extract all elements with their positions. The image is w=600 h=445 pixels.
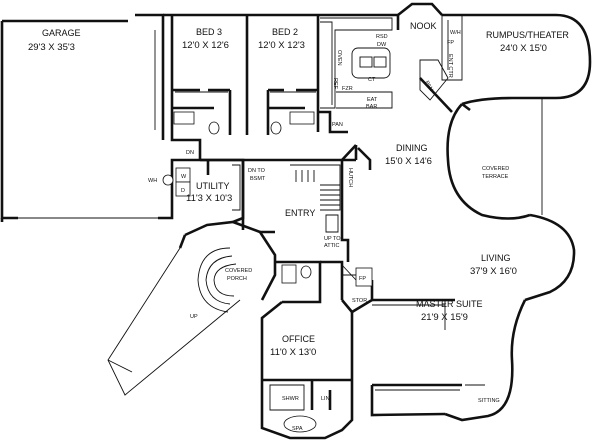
up-attic-label-2: ATTIC <box>324 243 340 249</box>
dn-bsmt-label-1: DN TO <box>248 168 266 174</box>
utility-dims: 11'3 X 10'3 <box>186 193 232 204</box>
garage-label: GARAGE <box>42 28 81 38</box>
exterior-walls <box>0 2 592 440</box>
shower-label: SHWR <box>282 396 299 402</box>
spa-label: SPA <box>292 426 303 432</box>
dryer-label: D <box>181 188 185 194</box>
master-suite-label: MASTER SUITE <box>416 299 483 309</box>
nook-pantry-label: PAN <box>423 80 434 92</box>
pantry-label: PAN <box>332 122 343 128</box>
rumpus-label: RUMPUS/THEATER <box>486 30 569 40</box>
entry-label: ENTRY <box>285 208 315 218</box>
dining-label: DINING <box>396 143 428 153</box>
detail-lines <box>18 15 543 433</box>
interior-walls <box>170 15 455 410</box>
storage-label: STOR <box>352 298 367 304</box>
garage-dims: 29'3 X 35'3 <box>28 42 75 53</box>
water-heater-label: WH <box>148 178 157 184</box>
utility-label: UTILITY <box>196 181 230 191</box>
covered-terrace-label-1: COVERED <box>482 166 509 172</box>
bed2-dims: 12'0 X 12'3 <box>258 40 305 51</box>
rumpus-dims: 24'0 X 15'0 <box>500 43 547 54</box>
covered-porch-label-1: COVERED <box>225 268 252 274</box>
bed2-label: BED 2 <box>272 27 298 37</box>
living-dims: 37'9 X 16'0 <box>470 266 517 277</box>
ref-label: REF <box>332 78 338 90</box>
up-attic-label-1: UP TO <box>324 236 341 242</box>
covered-porch-label-2: PORCH <box>227 276 247 282</box>
sitting-label: SITTING <box>478 398 500 404</box>
dn-label: DN <box>186 150 194 156</box>
nook-label: NOOK <box>410 21 437 31</box>
ent-ctr-label: ENT CTR <box>447 54 453 78</box>
ct-label: CT <box>368 77 376 83</box>
bed3-label: BED 3 <box>196 27 222 37</box>
master-suite-dims: 21'9 X 15'9 <box>421 312 468 323</box>
rsd-label: RSD <box>376 34 388 40</box>
oven-label: OVEN <box>336 50 342 66</box>
fp-top-label: FP <box>447 40 454 46</box>
wh-top-label: W/H <box>450 30 461 36</box>
room-labels: GARAGE 29'3 X 35'3 BED 3 12'0 X 12'6 BED… <box>28 21 569 358</box>
hutch-label: HUTCH <box>347 168 353 187</box>
basement-stairs <box>290 164 341 211</box>
fixture-labels: OVEN RSD DW REF FZR CT EAT BAR PAN PAN W… <box>148 30 500 432</box>
office-dims: 11'0 X 13'0 <box>270 347 316 358</box>
office-label: OFFICE <box>282 334 315 344</box>
dn-bsmt-label-2: BSMT <box>250 176 266 182</box>
porch-up-label: UP <box>190 314 198 320</box>
dw-label: DW <box>377 42 387 48</box>
fireplace-label: FP <box>359 276 366 282</box>
dining-dims: 15'0 X 14'6 <box>385 156 432 167</box>
covered-terrace-label-2: TERRACE <box>482 174 509 180</box>
bar-label: BAR <box>366 104 377 110</box>
washer-label: W <box>181 174 187 180</box>
bed3-dims: 12'0 X 12'6 <box>182 40 229 51</box>
living-label: LIVING <box>481 253 511 263</box>
fzr-label: FZR <box>342 86 353 92</box>
linen-label: LIN <box>321 396 330 402</box>
eat-label: EAT <box>367 97 378 103</box>
